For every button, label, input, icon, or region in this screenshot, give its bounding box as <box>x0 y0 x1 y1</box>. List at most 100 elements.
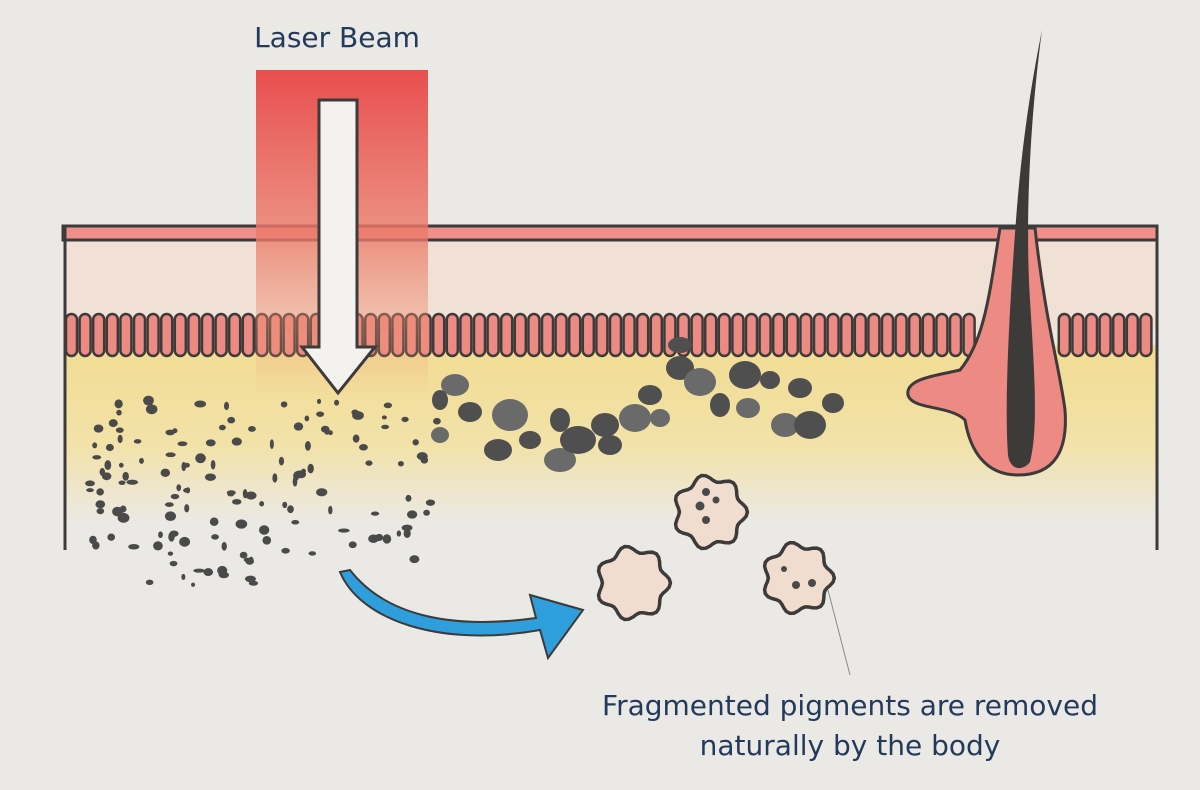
pigment-fragment <box>95 500 106 509</box>
pigment-cluster <box>619 404 651 432</box>
basal-cell <box>921 312 936 358</box>
pigment-fragment <box>248 426 256 432</box>
pigment-cluster <box>458 402 482 422</box>
pigment-fragment <box>224 401 230 411</box>
basal-cell <box>771 312 786 358</box>
pigment-fragment <box>143 395 154 406</box>
engulfed-pigment <box>792 581 800 589</box>
pigment-fragment <box>259 501 265 507</box>
basal-cell <box>105 312 120 358</box>
pigment-fragment <box>169 530 179 537</box>
pigment-fragment <box>86 488 94 493</box>
pigment-fragment <box>92 442 98 449</box>
pigment-fragment <box>406 510 418 519</box>
curved-arrow-icon <box>338 568 585 661</box>
basal-cell <box>1125 312 1140 358</box>
pigment-fragment <box>281 547 290 554</box>
basal-cell <box>119 312 133 358</box>
pigment-fragment <box>184 504 190 513</box>
basal-cell <box>935 312 949 358</box>
pigment-cluster <box>771 413 799 437</box>
pigment-fragment <box>334 399 340 406</box>
pigment-fragment <box>337 528 350 533</box>
pigment-fragment <box>405 494 412 502</box>
pigment-fragment <box>122 471 129 481</box>
caption-line-2: naturally by the body <box>699 729 1001 762</box>
macrophage <box>596 544 673 622</box>
macrophage <box>673 473 750 551</box>
pigment-cluster <box>684 368 716 396</box>
pigment-fragment <box>133 439 142 444</box>
basal-cell <box>907 312 922 358</box>
pigment-fragment <box>183 488 190 493</box>
pigment-fragment <box>269 439 274 450</box>
pigment-fragment <box>259 525 270 535</box>
pigment-cluster <box>598 435 622 455</box>
pigment-fragment <box>412 439 419 446</box>
pigment-fragment <box>105 443 114 452</box>
pigment-fragment <box>262 536 272 545</box>
pigment-fragment <box>179 536 191 547</box>
pigment-fragment <box>128 543 140 550</box>
pigment-fragment <box>183 462 190 468</box>
basal-cell <box>146 312 160 358</box>
basal-cell <box>635 312 650 358</box>
pigment-fragment <box>139 457 144 464</box>
pigment-cluster <box>794 411 826 439</box>
caption: Fragmented pigments are removed naturall… <box>560 686 1140 766</box>
pigment-fragment <box>401 416 409 423</box>
pigment-fragment <box>307 463 314 474</box>
pigment-fragment <box>272 473 278 483</box>
basal-cell <box>527 312 541 358</box>
down-arrow-icon <box>298 98 379 396</box>
pigment-fragment <box>304 415 310 422</box>
laser-beam-label: Laser Beam <box>254 21 420 54</box>
basal-cell <box>894 312 908 358</box>
pigment-fragment <box>211 534 219 540</box>
pigment-fragment <box>170 493 180 500</box>
basal-cell <box>499 312 514 358</box>
pigment-fragment <box>85 480 95 487</box>
pigment-fragment <box>235 519 248 529</box>
pigment-fragment <box>191 582 196 587</box>
basal-cell <box>241 312 256 358</box>
pigment-fragment <box>169 560 178 567</box>
pigment-fragment <box>93 424 104 433</box>
basal-cell <box>853 312 868 358</box>
basal-cell <box>758 312 772 358</box>
pigment-fragment <box>382 534 392 544</box>
pigment-fragment <box>401 524 413 532</box>
pigment-fragment <box>158 531 163 539</box>
pigment-fragment <box>244 575 256 583</box>
pigment-fragment <box>117 512 130 523</box>
basal-cell <box>690 312 704 358</box>
pigment-fragment <box>396 530 402 537</box>
pigment-fragment <box>114 399 123 409</box>
engulfed-pigment <box>702 516 710 524</box>
basal-cell <box>554 312 568 358</box>
pigment-fragment <box>304 441 311 451</box>
basal-cell <box>622 312 636 358</box>
macrophage-cells <box>596 473 837 622</box>
pigment-fragment <box>107 533 116 541</box>
pigment-fragment <box>96 488 104 496</box>
pigment-fragment <box>126 479 139 485</box>
pigment-fragment <box>425 499 436 506</box>
basal-cell <box>445 312 460 358</box>
pigment-cluster <box>550 408 570 432</box>
pigment-fragment <box>248 580 259 586</box>
pigment-fragment <box>203 568 214 577</box>
pigment-fragment <box>316 411 325 417</box>
basal-cell <box>867 312 881 358</box>
pigment-fragment <box>352 434 360 443</box>
pigment-fragment <box>282 501 288 509</box>
basal-cell <box>540 312 555 358</box>
pigment-cluster <box>519 431 541 449</box>
pigment-fragment <box>217 565 228 576</box>
caption-line-1: Fragmented pigments are removed <box>602 689 1098 722</box>
basal-cell <box>948 312 963 358</box>
pigment-fragment <box>368 534 379 544</box>
basal-cell <box>717 312 732 358</box>
pigment-fragment <box>359 443 368 451</box>
basal-cell <box>132 312 147 358</box>
